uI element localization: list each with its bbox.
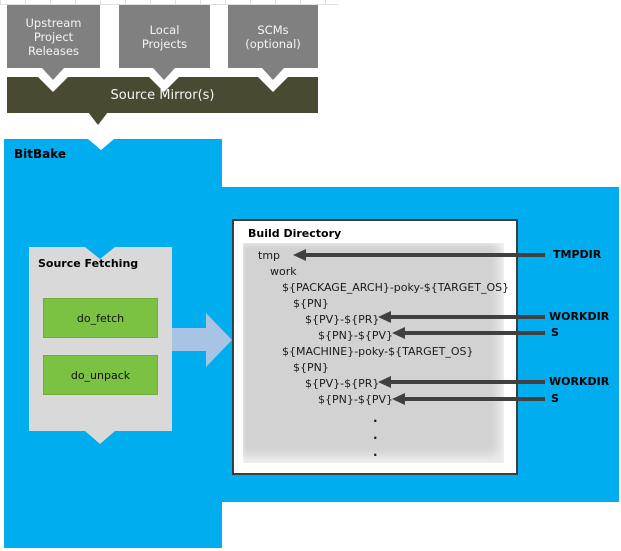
directory-tree: tmp work ${PACKAGE_ARCH}-poky-${TARGET_O… xyxy=(243,248,510,408)
local-box-tail xyxy=(153,68,175,80)
do-unpack-task: do_unpack xyxy=(43,355,158,395)
tree-line-machine: ${MACHINE}-poky-${TARGET_OS} xyxy=(282,345,474,358)
workdir-arrow-line-2 xyxy=(390,380,545,384)
scms-label: SCMs (optional) xyxy=(245,22,301,51)
flow-arrow-shaft xyxy=(172,328,206,351)
s-label-2: S xyxy=(551,392,559,405)
tmpdir-label: TMPDIR xyxy=(553,248,602,261)
mirror-notch xyxy=(149,77,179,92)
tree-ellipsis: . . . xyxy=(243,410,504,461)
build-directory-box: Build Directory tmp work ${PACKAGE_ARCH}… xyxy=(232,219,518,475)
s-arrow-line-2 xyxy=(404,397,545,401)
s-arrow-head-2 xyxy=(392,393,405,405)
do-unpack-label: do_unpack xyxy=(70,368,131,382)
tree-line-tmp: tmp xyxy=(258,249,281,262)
local-projects-label: Local Projects xyxy=(141,22,188,51)
source-fetching-panel: Source Fetching do_fetch do_unpack xyxy=(29,247,172,431)
tree-line-pn: ${PN} xyxy=(293,297,329,310)
source-fetching-title: Source Fetching xyxy=(38,257,139,270)
upstream-box-tail xyxy=(42,68,64,80)
tree-line-work: work xyxy=(270,265,297,278)
flow-arrow-head xyxy=(206,313,232,367)
mirror-notch xyxy=(38,77,68,92)
source-fetching-notch xyxy=(85,247,115,259)
source-mirror-label: Source Mirror(s) xyxy=(110,87,215,103)
tree-line-pv-pr-2: ${PV}-${PR} xyxy=(305,377,380,390)
s-label: S xyxy=(551,326,559,339)
source-mirror-tail xyxy=(88,112,108,125)
bitbake-region-bottom xyxy=(4,502,222,548)
upstream-project-releases-box: Upstream Project Releases xyxy=(7,5,100,68)
source-fetching-tail xyxy=(85,431,115,444)
directory-tree-background xyxy=(243,243,504,463)
do-fetch-task: do_fetch xyxy=(43,298,158,338)
tmpdir-arrow-line xyxy=(305,253,545,257)
background-gridlines xyxy=(0,0,338,5)
tmpdir-arrow-head xyxy=(293,249,306,261)
workdir-arrow-head xyxy=(378,311,391,323)
workdir-arrow-line xyxy=(390,315,545,319)
tree-line-package-arch: ${PACKAGE_ARCH}-poky-${TARGET_OS} xyxy=(282,281,510,294)
workdir-label-2: WORKDIR xyxy=(549,375,610,388)
local-projects-box: Local Projects xyxy=(119,5,210,68)
s-arrow-line xyxy=(404,331,545,335)
workdir-arrow-head-2 xyxy=(378,376,391,388)
upstream-project-releases-label: Upstream Project Releases xyxy=(25,15,82,58)
s-arrow-head xyxy=(392,327,405,339)
scms-box: SCMs (optional) xyxy=(228,5,318,68)
tree-line-pn-pv: ${PN}-${PV} xyxy=(318,329,393,342)
bitbake-label: BitBake xyxy=(14,147,67,161)
ellipsis-dot: . xyxy=(373,411,378,425)
tree-line-pn-2: ${PN} xyxy=(293,361,329,374)
mirror-notch xyxy=(258,77,288,92)
ellipsis-dot: . xyxy=(373,445,378,459)
workdir-label: WORKDIR xyxy=(549,310,610,323)
do-fetch-label: do_fetch xyxy=(76,311,125,325)
bitbake-notch xyxy=(88,139,114,150)
scms-box-tail xyxy=(262,68,284,80)
tree-line-pv-pr: ${PV}-${PR} xyxy=(305,313,380,326)
build-directory-title: Build Directory xyxy=(248,227,342,240)
ellipsis-dot: . xyxy=(373,428,378,442)
tree-line-pn-pv-2: ${PN}-${PV} xyxy=(318,393,393,406)
